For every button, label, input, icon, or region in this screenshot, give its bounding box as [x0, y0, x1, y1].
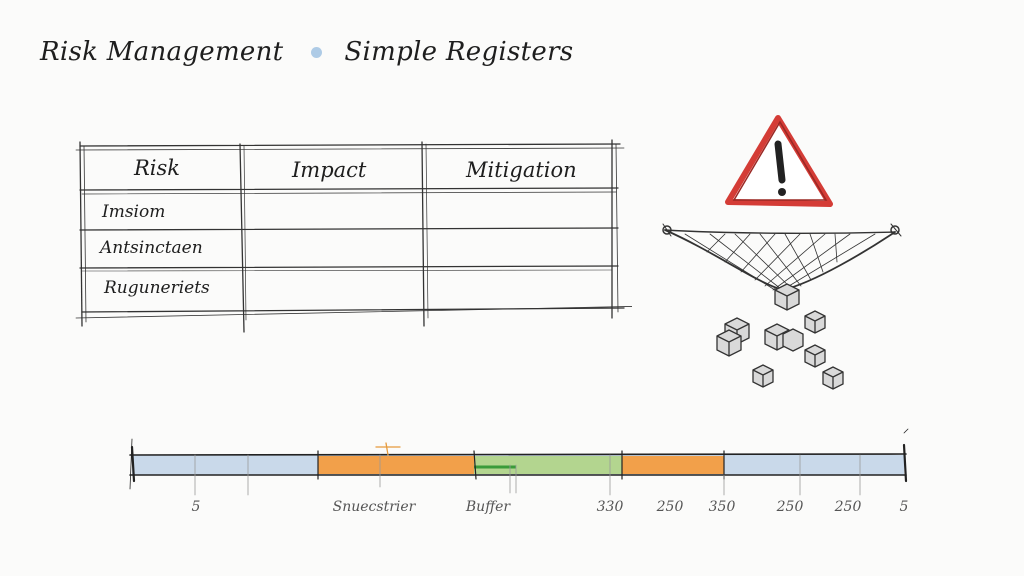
buffer-timeline: 5 Snuecstrier Buffer 330 250 350 250 250…: [120, 425, 920, 535]
timeline-risk-segment-1: [318, 456, 474, 474]
timeline-label: 250: [656, 499, 684, 515]
table-grid: [75, 139, 632, 333]
timeline-risk-segment-2: [622, 456, 724, 474]
header-risk: Risk: [134, 156, 181, 180]
row-2-risk: Antsinctaen: [100, 238, 203, 258]
timeline-label: 250: [776, 499, 804, 515]
timeline-label: Snuecstrier: [332, 499, 416, 515]
header-mitigation: Mitigation: [466, 158, 577, 182]
row-1-risk: Imsiom: [102, 202, 166, 222]
timeline-label: 5: [899, 499, 909, 515]
timeline-bar: [129, 428, 909, 496]
timeline-label: 5: [191, 499, 201, 515]
timeline-buffer-segment: [474, 456, 622, 474]
page-title: Risk Management Simple Registers: [40, 34, 573, 70]
risk-register-table: Risk Impact Mitigation Imsiom Antsinctae…: [72, 136, 632, 336]
title-main: Risk Management: [40, 37, 284, 67]
safety-net-icon: [655, 212, 905, 401]
timeline-label: 350: [708, 499, 736, 515]
timeline-label: 250: [834, 499, 862, 515]
timeline-label-buffer: Buffer: [465, 499, 511, 515]
timeline-label: 330: [596, 499, 624, 515]
warning-triangle-icon: [720, 108, 840, 212]
title-separator-dot: [311, 46, 323, 58]
row-3-risk: Ruguneriets: [104, 278, 210, 298]
header-impact: Impact: [292, 158, 367, 182]
title-sub: Simple Registers: [344, 37, 574, 67]
